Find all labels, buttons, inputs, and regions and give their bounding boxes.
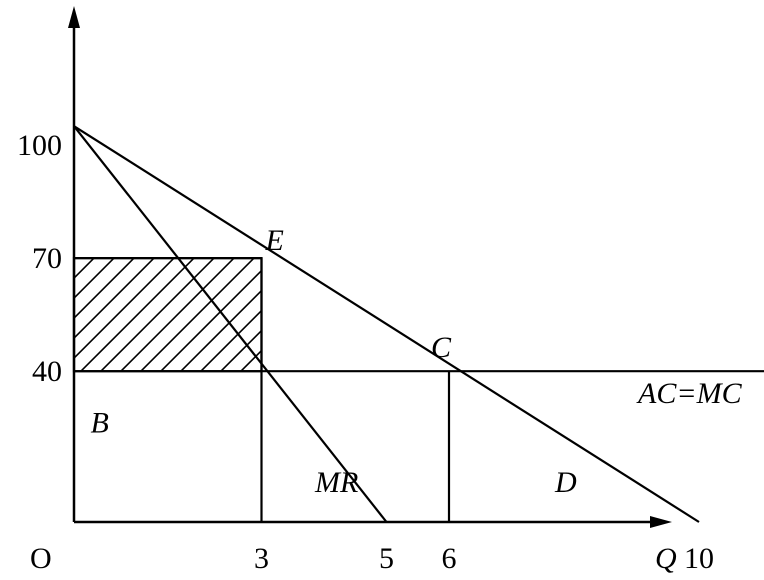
series-label: MR [314, 466, 358, 499]
hatch-line [74, 258, 175, 360]
x-axis-label: Q [655, 542, 677, 575]
hatch-line [180, 289, 262, 372]
hatch-line [281, 258, 394, 371]
hatch-line [240, 349, 262, 372]
shaded-profit-area [74, 258, 394, 372]
hatch-line [74, 258, 155, 340]
series-line [73, 125, 700, 523]
axes [68, 6, 672, 528]
hatch-line [260, 369, 262, 372]
hatch-line [74, 258, 135, 320]
curves: D MR AC=MC [73, 125, 764, 523]
y-tick-label: 70 [32, 242, 62, 275]
y-tick-label: 40 [32, 355, 62, 388]
point-labels: E C B [91, 224, 453, 439]
x-tick-label: 3 [254, 542, 269, 575]
origin-label: O [30, 542, 52, 575]
point-label: C [431, 331, 452, 364]
shaded-rect-border [72, 257, 263, 373]
x-tick-label: 10 [684, 542, 714, 575]
tick-labels: 3 5 6 10 40 70 100 [17, 129, 714, 575]
hatch-line [80, 258, 195, 372]
series-label: AC=MC [636, 377, 743, 410]
y-axis-arrow [68, 6, 80, 28]
hatch-line [100, 258, 215, 372]
series-label: D [554, 466, 577, 499]
hatch-line [120, 258, 235, 372]
x-tick-label: 6 [442, 542, 457, 575]
hatch-line [160, 269, 262, 372]
hatch-line [74, 258, 115, 300]
hatch-line [140, 258, 255, 372]
hatch-line [220, 329, 262, 372]
x-axis-arrow [650, 516, 672, 528]
hatch-line [200, 309, 262, 372]
x-tick-label: 5 [379, 542, 394, 575]
series-line [73, 125, 388, 523]
point-label: E [265, 224, 284, 257]
y-tick-label: 100 [17, 129, 62, 162]
point-label: B [91, 406, 109, 439]
